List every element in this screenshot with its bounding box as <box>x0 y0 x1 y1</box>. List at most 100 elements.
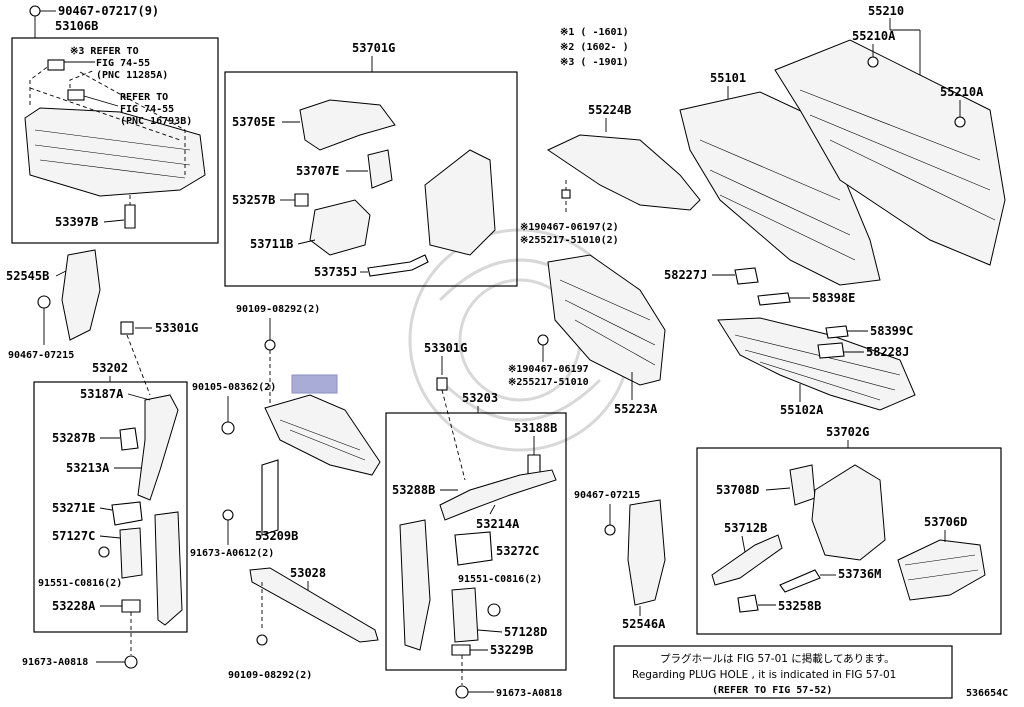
label-58398E[interactable]: 58398E <box>812 291 855 305</box>
part-53272C <box>454 531 493 566</box>
bolt-90467-07217 <box>29 5 56 17</box>
part-53735J <box>367 254 429 277</box>
bolt-91673-A0818-right <box>455 685 469 699</box>
label-53397B[interactable]: 53397B <box>55 215 98 229</box>
label-55223A[interactable]: 55223A <box>614 402 658 416</box>
label-58228J[interactable]: 58228J <box>866 345 909 359</box>
label-53271E[interactable]: 53271E <box>52 501 95 515</box>
label-57127C[interactable]: 57127C <box>52 529 95 543</box>
part-53287B <box>119 427 139 451</box>
label-90109-08292-bottom[interactable]: 90109-08292(2) <box>228 670 312 681</box>
label-91551-C0816-left[interactable]: 91551-C0816(2) <box>38 578 122 589</box>
note-variant-2: ※2 (1602- ) <box>560 42 629 53</box>
label-53214A[interactable]: 53214A <box>476 517 520 531</box>
label-53288B[interactable]: 53288B <box>392 483 435 497</box>
label-58227J[interactable]: 58227J <box>664 268 707 282</box>
part-53228A <box>121 599 141 613</box>
label-91673-A0818-left[interactable]: 91673-A0818 <box>22 657 88 668</box>
label-52545B[interactable]: 52545B <box>6 269 49 283</box>
label-53028[interactable]: 53028 <box>290 566 326 580</box>
part-52546A <box>627 499 666 606</box>
part-55210 <box>774 39 1006 266</box>
label-53701G[interactable]: 53701G <box>352 41 395 55</box>
label-55210A-top[interactable]: 55210A <box>852 29 896 43</box>
refer-1-line-2: FIG 74-55 <box>96 58 150 69</box>
figure-code: 536654C <box>966 688 1008 699</box>
label-90109-08292-top[interactable]: 90109-08292(2) <box>236 304 320 315</box>
label-55217-51010[interactable]: ※255217-51010 <box>508 377 589 388</box>
refer-1-line-3: (PNC 11285A) <box>96 70 168 81</box>
footer-note: プラグホールは FIG 57-01 に掲載してあります。 Regarding P… <box>613 645 953 699</box>
note-variant-3: ※3 ( -1901) <box>560 57 629 68</box>
label-90467-06197[interactable]: ※190467-06197 <box>508 364 589 375</box>
label-91673-A0818-right[interactable]: 91673-A0818 <box>496 688 562 699</box>
label-53188B[interactable]: 53188B <box>514 421 557 435</box>
label-90105-08362[interactable]: 90105-08362(2) <box>192 382 276 393</box>
label-53202[interactable]: 53202 <box>92 361 128 375</box>
part-53209B <box>261 459 279 536</box>
bolt-90109-08292-bottom <box>256 634 268 646</box>
label-53213A[interactable]: 53213A <box>66 461 110 475</box>
label-52546A[interactable]: 52546A <box>622 617 666 631</box>
group-53701G: 53701G 53705E 53707E 53257B 53711B 53735… <box>224 41 518 287</box>
label-55102A[interactable]: 55102A <box>780 403 824 417</box>
part-57128D <box>451 587 479 643</box>
label-53106B[interactable]: 53106B <box>55 19 98 33</box>
label-57128D[interactable]: 57128D <box>504 625 547 639</box>
group-53202: 52545B 90467-07215 53301G 53202 53187A 5… <box>6 249 198 669</box>
label-53301G-right[interactable]: 53301G <box>424 341 467 355</box>
label-53257B[interactable]: 53257B <box>232 193 275 207</box>
label-53301G-left[interactable]: 53301G <box>155 321 198 335</box>
label-53711B[interactable]: 53711B <box>250 237 293 251</box>
part-clip-90467-06197 <box>537 334 549 346</box>
part-58227J <box>734 267 759 285</box>
part-53711B <box>309 199 371 256</box>
part-apron-reinf-right <box>399 519 431 651</box>
label-53272C[interactable]: 53272C <box>496 544 539 558</box>
label-53287B[interactable]: 53287B <box>52 431 95 445</box>
label-53735J[interactable]: 53735J <box>314 265 357 279</box>
part-53271E <box>111 501 143 526</box>
label-53712B[interactable]: 53712B <box>724 521 767 535</box>
label-90467-07217[interactable]: 90467-07217(9) <box>58 4 159 18</box>
part-53187A <box>137 394 179 501</box>
label-53209B[interactable]: 53209B <box>255 529 298 543</box>
label-55210A-right[interactable]: 55210A <box>940 85 984 99</box>
part-53214A <box>439 469 557 521</box>
part-53258B <box>737 594 759 613</box>
label-53708D[interactable]: 53708D <box>716 483 759 497</box>
label-91551-C0816-right[interactable]: 91551-C0816(2) <box>458 574 542 585</box>
label-90467-07215-left[interactable]: 90467-07215 <box>8 350 74 361</box>
label-90467-07215-right[interactable]: 90467-07215 <box>574 490 640 501</box>
label-53702G[interactable]: 53702G <box>826 425 869 439</box>
label-53229B[interactable]: 53229B <box>490 643 533 657</box>
label-58399C[interactable]: 58399C <box>870 324 913 338</box>
part-cowl-panel <box>24 107 206 197</box>
group-dash-panels: ※1 ( -1601) ※2 (1602- ) ※3 ( -1901) 5522… <box>520 4 1006 286</box>
label-53187A[interactable]: 53187A <box>80 387 124 401</box>
label-55224B[interactable]: 55224B <box>588 103 631 117</box>
label-55217-51010-2[interactable]: ※255217-51010(2) <box>520 235 619 246</box>
box-53106B <box>11 37 219 244</box>
label-53707E[interactable]: 53707E <box>296 164 339 178</box>
group-53702G: 53702G 53708D 53712B 53706D 53736M 53258… <box>696 425 1002 635</box>
label-53705E[interactable]: 53705E <box>232 115 275 129</box>
label-53228A[interactable]: 53228A <box>52 599 96 613</box>
label-55210[interactable]: 55210 <box>868 4 904 18</box>
label-53258B[interactable]: 53258B <box>778 599 821 613</box>
label-55101[interactable]: 55101 <box>710 71 746 85</box>
footer-note-en: Regarding PLUG HOLE , it is indicated in… <box>632 669 896 681</box>
label-53203[interactable]: 53203 <box>462 391 498 405</box>
part-55101 <box>679 91 881 286</box>
label-91673-A0612[interactable]: 91673-A0612(2) <box>190 548 274 559</box>
label-53736M[interactable]: 53736M <box>838 567 881 581</box>
part-53301G-left <box>120 321 134 335</box>
part-58228J <box>817 342 845 359</box>
label-90467-06197-2[interactable]: ※190467-06197(2) <box>520 222 619 233</box>
part-55102A <box>717 317 916 411</box>
footer-note-ref[interactable]: (REFER TO FIG 57-52) <box>712 685 832 696</box>
bolt-91673-A0612 <box>222 509 234 521</box>
bolt-91551-C0816-right <box>487 603 501 617</box>
label-53706D[interactable]: 53706D <box>924 515 967 529</box>
